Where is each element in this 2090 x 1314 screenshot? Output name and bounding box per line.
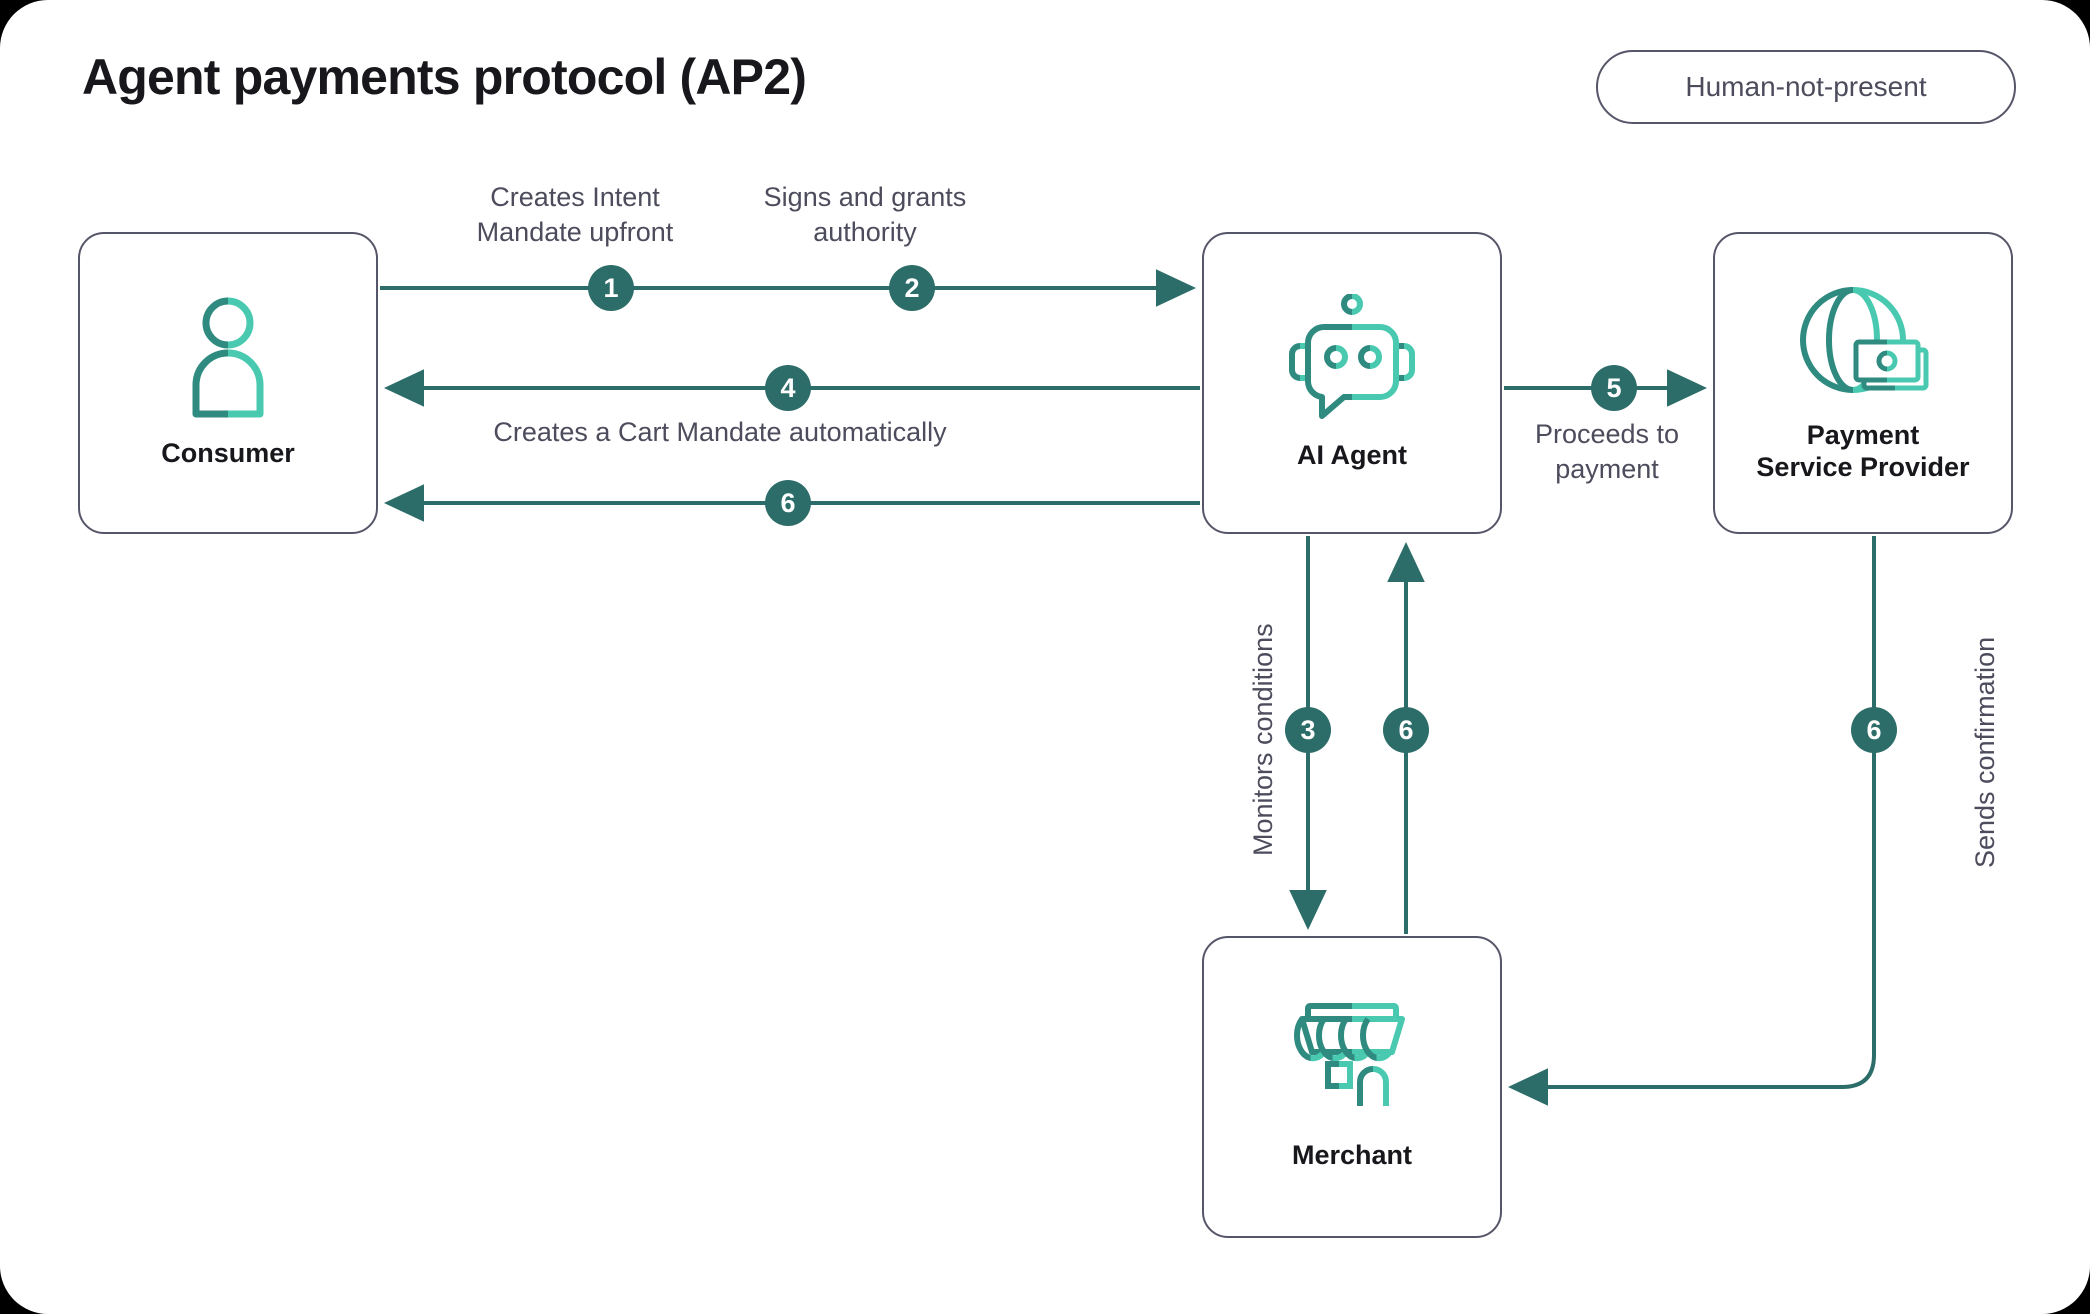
node-consumer-label: Consumer: [161, 438, 295, 469]
node-consumer[interactable]: Consumer: [78, 232, 378, 534]
status-badge-label: Human-not-present: [1685, 71, 1927, 102]
step-badge-6-merchant: 6: [1383, 707, 1429, 753]
step-badge-2: 2: [889, 265, 935, 311]
person-icon: [192, 297, 264, 418]
step-badge-4: 4: [765, 365, 811, 411]
node-psp-label: Payment Service Provider: [1756, 420, 1970, 482]
node-merchant[interactable]: Merchant: [1202, 936, 1502, 1238]
node-merchant-label: Merchant: [1291, 1140, 1413, 1171]
step-badge-1: 1: [588, 265, 634, 311]
step-badge-3: 3: [1285, 707, 1331, 753]
robot-icon: [1289, 294, 1415, 420]
step-badge-6-cart: 6: [765, 480, 811, 526]
connector-psp-to-merchant: [1508, 536, 1876, 1106]
status-badge: Human-not-present: [1596, 50, 2016, 124]
edge-label-6-sends-confirmation: Sends confirmation: [1970, 636, 2000, 868]
node-payment-service-provider[interactable]: Payment Service Provider: [1713, 232, 2013, 534]
page-title: Agent payments protocol (AP2): [82, 49, 807, 105]
step-badge-5: 5: [1591, 365, 1637, 411]
storefront-icon: [1294, 1003, 1405, 1111]
node-agent[interactable]: AI Agent: [1202, 232, 1502, 534]
globe-money-icon: [1800, 287, 1929, 394]
edge-label-2: Signs and grants authority: [763, 182, 967, 247]
edge-label-5: Proceeds to payment: [1534, 419, 1680, 484]
edge-label-3: Monitors conditions: [1248, 623, 1278, 856]
edge-label-6-cart-mandate: Creates a Cart Mandate automatically: [493, 417, 947, 447]
step-badge-6-confirmation: 6: [1851, 707, 1897, 753]
node-agent-label: AI Agent: [1297, 440, 1407, 471]
edge-label-1: Creates Intent Mandate upfront: [476, 182, 674, 247]
